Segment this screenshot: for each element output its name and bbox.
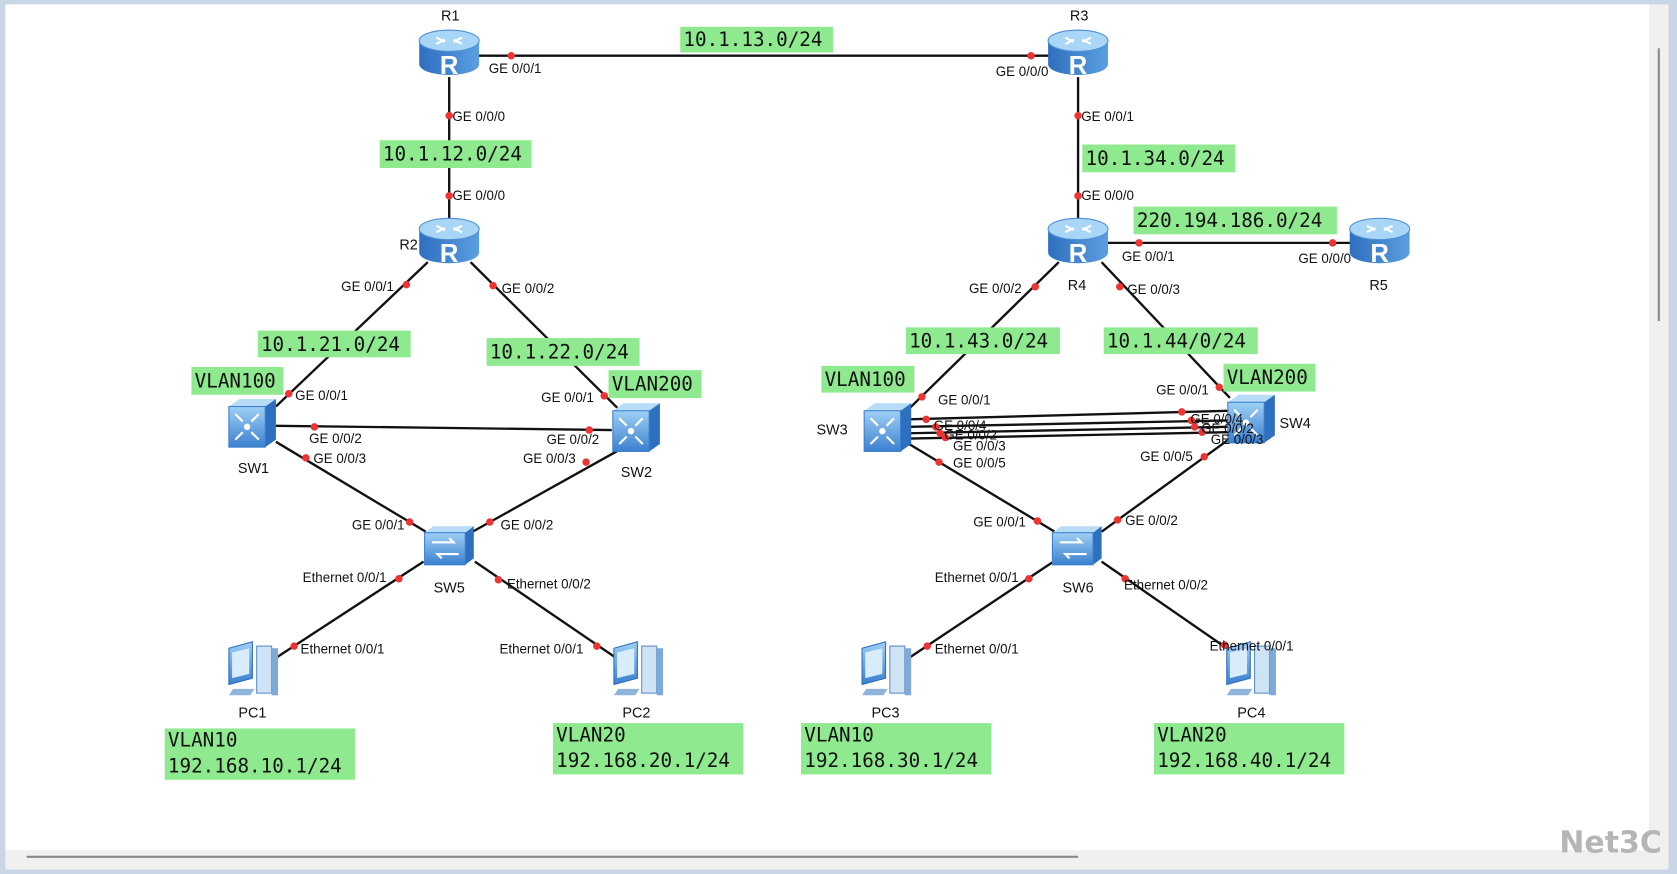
switch-sw5-icon[interactable] bbox=[423, 525, 475, 566]
port-label: GE 0/0/2 bbox=[309, 431, 362, 446]
port-label: GE 0/0/1 bbox=[1156, 383, 1209, 398]
device-label-r4: R4 bbox=[1068, 278, 1086, 294]
port-label: GE 0/0/1 bbox=[1081, 109, 1134, 124]
port-label: GE 0/0/1 bbox=[341, 279, 394, 294]
pc3-vlan-label: VLAN10 bbox=[804, 723, 874, 746]
port-label: GE 0/0/1 bbox=[295, 388, 348, 403]
switch-sw1-icon[interactable] bbox=[227, 397, 278, 449]
port-label: GE 0/0/2 bbox=[944, 428, 997, 443]
vlan-label-sw1: VLAN100 bbox=[195, 369, 276, 392]
vertical-scrollbar-track[interactable] bbox=[1649, 4, 1669, 870]
port-label: GE 0/0/2 bbox=[969, 281, 1022, 296]
pc4-subnet-label: 192.168.40.1/24 bbox=[1157, 749, 1331, 772]
link-sw4-sw6[interactable] bbox=[1100, 437, 1231, 533]
port-label: GE 0/0/3 bbox=[523, 451, 576, 466]
port-label: Ethernet 0/0/2 bbox=[507, 576, 591, 591]
pc3-subnet-label: 192.168.30.1/24 bbox=[804, 749, 978, 772]
port-label: Ethernet 0/0/1 bbox=[935, 642, 1019, 657]
port-label: GE 0/0/5 bbox=[953, 455, 1006, 470]
device-label-pc2: PC2 bbox=[622, 706, 650, 722]
port-label: Ethernet 0/0/1 bbox=[499, 642, 583, 657]
device-label-sw4: SW4 bbox=[1280, 416, 1311, 432]
device-label-pc1: PC1 bbox=[238, 706, 266, 722]
port-label: GE 0/0/0 bbox=[1298, 251, 1351, 266]
port-label: Ethernet 0/0/1 bbox=[935, 570, 1019, 585]
subnet-label-r2-sw2: 10.1.22.0/24 bbox=[490, 340, 629, 363]
subnet-label-r1-r2: 10.1.12.0/24 bbox=[383, 143, 522, 166]
port-label: GE 0/0/1 bbox=[352, 518, 405, 533]
device-label-r2: R2 bbox=[399, 237, 417, 253]
port-label: GE 0/0/1 bbox=[489, 61, 542, 76]
port-label: GE 0/0/3 bbox=[953, 438, 1006, 453]
device-label-r5: R5 bbox=[1369, 278, 1387, 294]
port-label: GE 0/0/2 bbox=[1201, 421, 1254, 436]
port-label: GE 0/0/3 bbox=[313, 451, 366, 466]
port-label: GE 0/0/0 bbox=[452, 188, 505, 203]
port-label: GE 0/0/4 bbox=[1190, 412, 1243, 427]
pc2-vlan-label: VLAN20 bbox=[556, 723, 626, 746]
subnet-label-r4-sw3: 10.1.43.0/24 bbox=[909, 330, 1048, 353]
switch-sw2-icon[interactable] bbox=[611, 402, 661, 453]
port-label: GE 0/0/1 bbox=[938, 392, 991, 407]
port-label: Ethernet 0/0/1 bbox=[303, 570, 387, 585]
port-label: GE 0/0/0 bbox=[996, 64, 1049, 79]
vlan-label-sw2: VLAN200 bbox=[612, 372, 693, 395]
port-label: Ethernet 0/0/2 bbox=[1124, 577, 1208, 592]
device-label-sw6: SW6 bbox=[1062, 581, 1093, 597]
pc1-subnet-label: 192.168.10.1/24 bbox=[168, 754, 342, 777]
port-label: GE 0/0/1 bbox=[1122, 249, 1175, 264]
port-dots bbox=[285, 51, 1337, 650]
subnet-label-r1-r3: 10.1.13.0/24 bbox=[683, 28, 822, 51]
port-label: GE 0/0/2 bbox=[502, 281, 555, 296]
device-label-sw1: SW1 bbox=[238, 461, 269, 477]
pc1-vlan-label: VLAN10 bbox=[168, 729, 238, 752]
link-sw3-sw4-1[interactable] bbox=[909, 409, 1228, 421]
vlan-label-sw4: VLAN200 bbox=[1227, 366, 1308, 389]
port-label: GE 0/0/0 bbox=[452, 109, 505, 124]
subnet-label-r4-sw4: 10.1.44/0/24 bbox=[1107, 330, 1246, 353]
net3c-watermark: Net3C bbox=[1559, 826, 1661, 861]
link-sw3-sw4-3[interactable] bbox=[909, 425, 1228, 435]
pc2-subnet-label: 192.168.20.1/24 bbox=[556, 749, 730, 772]
port-label: GE 0/0/1 bbox=[541, 390, 594, 405]
link-sw1-sw2[interactable] bbox=[275, 424, 612, 432]
subnet-label-r3-r4: 10.1.34.0/24 bbox=[1086, 147, 1225, 170]
port-label: Ethernet 0/0/1 bbox=[1210, 638, 1294, 653]
horizontal-scrollbar-track[interactable] bbox=[5, 850, 1650, 870]
port-label: GE 0/0/2 bbox=[501, 518, 554, 533]
port-label: GE 0/0/2 bbox=[547, 432, 600, 447]
device-label-pc3: PC3 bbox=[872, 706, 900, 722]
device-label-sw2: SW2 bbox=[621, 465, 652, 481]
device-label-pc4: PC4 bbox=[1237, 706, 1265, 722]
device-label-r1: R1 bbox=[441, 8, 459, 24]
port-label: GE 0/0/4 bbox=[934, 418, 987, 433]
subnet-label-r2-sw1: 10.1.21.0/24 bbox=[261, 333, 400, 356]
port-label: GE 0/0/3 bbox=[1211, 432, 1264, 447]
network-labels: 10.1.13.0/24 10.1.12.0/24 10.1.34.0/24 2… bbox=[164, 26, 1345, 780]
link-sw3-sw4-4[interactable] bbox=[909, 431, 1228, 440]
subnet-label-r4-r5: 220.194.186.0/24 bbox=[1137, 209, 1322, 232]
port-label: GE 0/0/5 bbox=[1140, 449, 1193, 464]
link-sw3-sw4-2[interactable] bbox=[909, 419, 1228, 429]
device-label-r3: R3 bbox=[1070, 8, 1088, 24]
port-label: Ethernet 0/0/1 bbox=[301, 642, 385, 657]
device-label-sw5: SW5 bbox=[434, 581, 465, 597]
switch-sw6-icon[interactable] bbox=[1051, 525, 1103, 566]
link-sw1-sw5[interactable] bbox=[275, 440, 427, 533]
switch-sw3-icon[interactable] bbox=[863, 402, 913, 453]
vlan-label-sw3: VLAN100 bbox=[825, 368, 906, 391]
pc4-vlan-label: VLAN20 bbox=[1157, 723, 1227, 746]
port-labels: GE 0/0/1 GE 0/0/0 GE 0/0/0 GE 0/0/0 GE 0… bbox=[295, 61, 1351, 657]
port-label: GE 0/0/3 bbox=[1127, 282, 1180, 297]
port-label: GE 0/0/0 bbox=[1081, 188, 1134, 203]
link-sw3-sw6[interactable] bbox=[908, 442, 1056, 533]
link-sw2-sw5[interactable] bbox=[472, 448, 621, 533]
canvas-background bbox=[5, 4, 1650, 851]
port-label: GE 0/0/1 bbox=[973, 514, 1026, 529]
port-label: GE 0/0/2 bbox=[1125, 513, 1178, 528]
device-label-sw3: SW3 bbox=[816, 422, 847, 438]
